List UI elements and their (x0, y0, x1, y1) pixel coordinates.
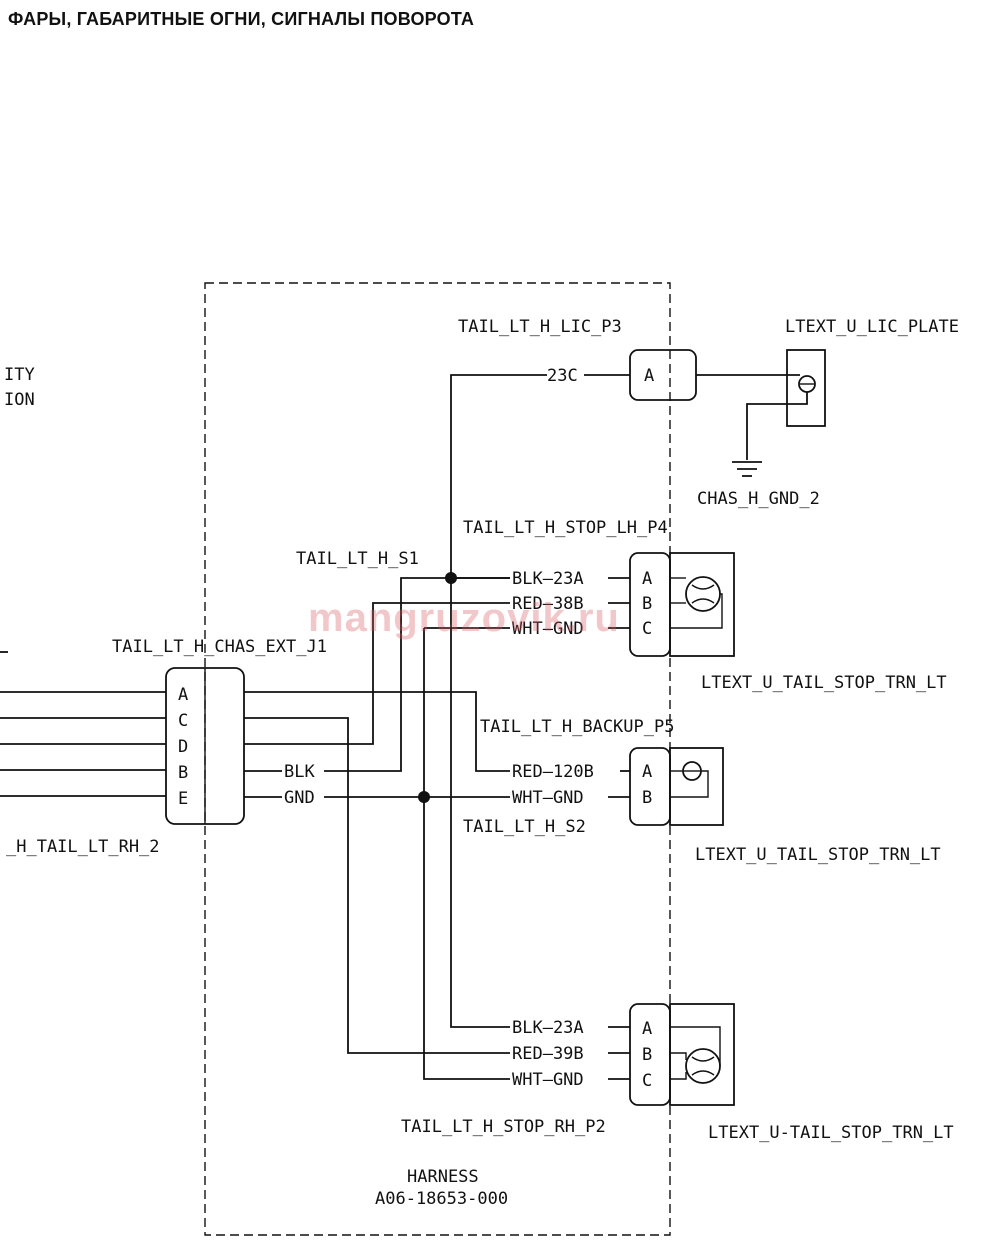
lic-lamp-housing (786, 349, 826, 427)
chassis-connector-label: TAIL_LT_H_CHAS_EXT_J1 (112, 637, 327, 657)
stop-rh-pin: C (642, 1071, 652, 1091)
stop-rh-lamp-icon (670, 1026, 721, 1084)
lic-connector (629, 349, 697, 401)
backup-connector-label: TAIL_LT_H_BACKUP_P5 (480, 717, 674, 737)
stop-rh-wire-a: BLK—23A (512, 1018, 584, 1038)
stop-lh-wire-b: RED—38B (512, 594, 584, 614)
stop-rh-lamp-label: LTEXT_U-TAIL_STOP_TRN_LT (708, 1123, 954, 1143)
offpage-label-bottom: _H_TAIL_LT_RH_2 (6, 837, 160, 857)
harness-part-number: A06-18653-000 (375, 1189, 508, 1209)
wire-label-blk: BLK (284, 762, 315, 782)
backup-lamp-icon (670, 761, 709, 798)
lic-connector-label: TAIL_LT_H_LIC_P3 (458, 317, 622, 337)
splice-s2-label: TAIL_LT_H_S2 (463, 817, 586, 837)
chassis-pin: C (178, 711, 188, 731)
backup-wire-a: RED—120B (512, 762, 594, 782)
splice-s1-dot (445, 572, 457, 584)
stop-lh-lamp-icon (670, 576, 723, 629)
page-title: ФАРЫ, ГАБАРИТНЫЕ ОГНИ, СИГНАЛЫ ПОВОРОТА (8, 9, 475, 29)
backup-pin: B (642, 788, 652, 808)
lic-wire-label: 23C (547, 366, 578, 386)
chassis-pin: A (178, 685, 188, 705)
stop-lh-wire-a: BLK—23A (512, 569, 584, 589)
chassis-pin: E (178, 789, 188, 809)
watermark: mangruzovik.ru (308, 596, 620, 640)
harness-boundary (204, 282, 671, 1236)
chassis-pin: D (178, 737, 188, 757)
backup-connector (629, 747, 671, 826)
backup-lamp-housing (669, 747, 724, 826)
stop-lh-pin: C (642, 619, 652, 639)
stop-rh-wire-b: RED—39B (512, 1044, 584, 1064)
splice-s1-label: TAIL_LT_H_S1 (296, 549, 419, 569)
wire-label-gnd: GND (284, 788, 315, 808)
stop-lh-wire-c: WHT—GND (512, 619, 584, 639)
incoming-wires (0, 651, 166, 797)
stop-rh-pin: A (642, 1019, 652, 1039)
ground-icon (732, 461, 762, 477)
backup-wire-b: WHT—GND (512, 788, 584, 808)
harness-name: HARNESS (407, 1167, 479, 1187)
stop-lh-pin: A (642, 569, 652, 589)
offpage-label-top-1: ITY (4, 365, 35, 385)
ground-label: CHAS_H_GND_2 (697, 489, 820, 509)
stop-rh-connector-label: TAIL_LT_H_STOP_RH_P2 (401, 1117, 606, 1137)
backup-pin: A (642, 762, 652, 782)
stop-lh-lamp-label: LTEXT_U_TAIL_STOP_TRN_LT (701, 673, 947, 693)
stop-lh-pin: B (642, 594, 652, 614)
stop-lh-connector-label: TAIL_LT_H_STOP_LH_P4 (463, 518, 668, 538)
lic-pin: A (644, 366, 654, 386)
lic-lamp-label: LTEXT_U_LIC_PLATE (785, 317, 959, 337)
harness-wires (244, 374, 630, 1080)
chassis-pin: B (178, 763, 188, 783)
stop-rh-lamp-housing (669, 1003, 735, 1106)
offpage-label-top-2: ION (4, 390, 35, 410)
stop-lh-lamp-housing (669, 552, 735, 657)
stop-rh-pin: B (642, 1045, 652, 1065)
splice-s2-dot (418, 791, 430, 803)
stop-rh-wire-c: WHT—GND (512, 1070, 584, 1090)
ground-wire (746, 392, 808, 460)
backup-lamp-label: LTEXT_U_TAIL_STOP_TRN_LT (695, 845, 941, 865)
